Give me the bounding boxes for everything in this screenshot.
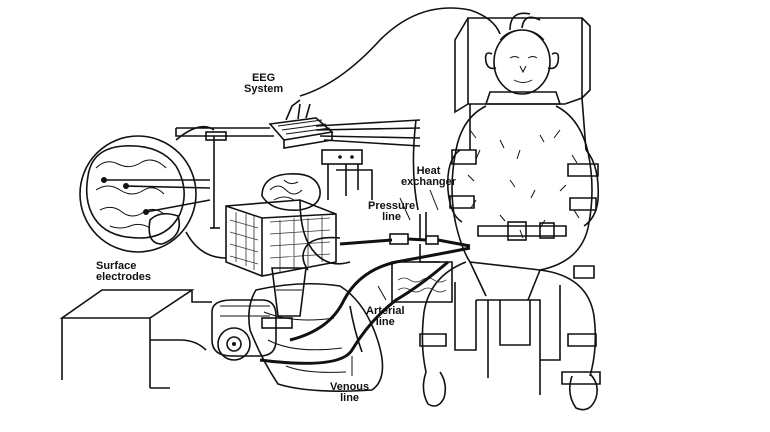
label-pressure-line-line1: Pressure: [368, 200, 416, 212]
label-eeg-system: EEG System: [244, 73, 283, 95]
restrained-animal: [419, 29, 601, 411]
perfusion-pump: [211, 299, 293, 361]
label-venous-line-line1: Venous: [330, 381, 370, 393]
label-pressure-line-line2: line: [382, 211, 402, 223]
label-arterial-line-line1: Arterial: [366, 305, 405, 317]
label-heat-exchanger-line1: Heat: [416, 165, 441, 177]
label-pressure-line: Pressure line: [368, 201, 415, 223]
label-arterial-line: Arterial line: [366, 306, 405, 328]
label-eeg-system-line2: System: [244, 83, 284, 95]
pressure-line-fitting: [339, 119, 471, 263]
label-eeg-system-line1: EEG: [251, 72, 276, 84]
label-arterial-line-line2: line: [375, 316, 395, 328]
label-surface-electrodes-line2: electrodes: [96, 271, 152, 283]
label-surface-electrodes-line1: Surface: [96, 260, 137, 272]
electrode-inset: [79, 125, 227, 259]
fluid-reservoirs: [271, 261, 453, 317]
label-leaders: [351, 189, 439, 376]
restraint-chair: [454, 17, 591, 395]
stereotaxic-frame: [175, 127, 373, 229]
label-heat-exchanger: Heat exchanger: [401, 166, 456, 188]
perfusion-tubing: [259, 199, 471, 365]
surgical-drape: [248, 282, 384, 392]
label-venous-line-line2: line: [340, 392, 360, 404]
eeg-wires: [299, 7, 541, 97]
eeg-system-box: [268, 99, 421, 149]
label-surface-electrodes: Surface electrodes: [96, 261, 151, 283]
exposed-brain: [261, 173, 321, 212]
label-heat-exchanger-line2: exchanger: [401, 176, 457, 188]
bench: [59, 289, 212, 389]
label-venous-line: Venous line: [330, 382, 369, 404]
